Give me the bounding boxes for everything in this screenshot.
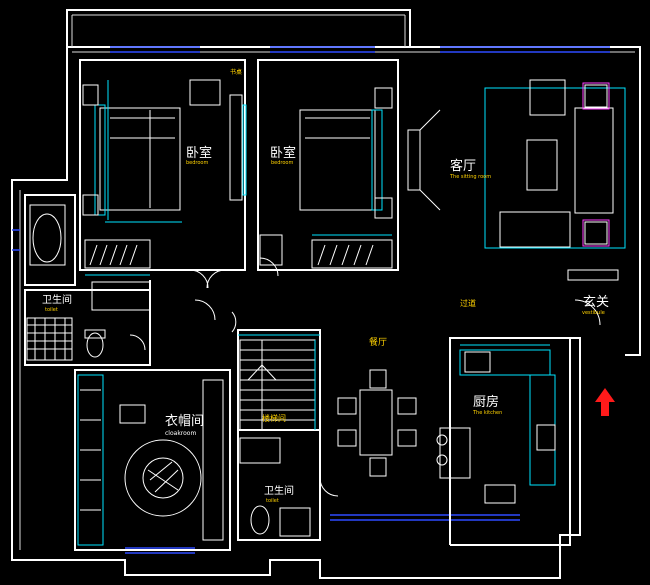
- bedroom-left-sublabel: bedroom: [186, 160, 209, 166]
- windows: [12, 46, 610, 554]
- kitchen-sublabel: The kitchen: [473, 410, 503, 416]
- doors: [129, 257, 601, 497]
- entry-label: 玄关: [583, 295, 610, 310]
- kitchen-furniture: [436, 349, 556, 504]
- stairs-label: 楼梯间: [262, 414, 286, 423]
- bedroom-left-label: 卧室: [186, 146, 213, 161]
- entry-arrow: [595, 388, 615, 416]
- bedroom-right-label: 卧室: [270, 146, 297, 161]
- bedroom-right-sublabel: bedroom: [271, 160, 294, 166]
- kitchen-label: 厨房: [473, 395, 500, 410]
- bath-upper-fixtures: [26, 204, 151, 361]
- dimension-lines: [85, 234, 550, 480]
- living-room-furniture: [484, 79, 626, 281]
- bath-upper-sublabel: toilet: [45, 307, 58, 313]
- entry-sublabel: vestibule: [582, 310, 605, 316]
- bedroom-right-furniture: [259, 87, 441, 269]
- bath-lower-label: 卫生间: [264, 486, 294, 497]
- cloakroom-sublabel: cloakroom: [165, 430, 197, 437]
- cloakroom-label: 衣帽间: [165, 414, 205, 429]
- bath-lower-fixtures: [239, 437, 311, 537]
- cloakroom-furniture: [77, 374, 224, 546]
- dining-furniture: [337, 369, 417, 477]
- bedroom-left-furniture: [82, 79, 247, 269]
- desk-label: 书桌: [230, 69, 243, 76]
- living-room-label: 客厅: [450, 159, 477, 174]
- bath-upper-label: 卫生间: [42, 295, 72, 306]
- hallway-label: 过道: [460, 299, 476, 308]
- interior-walls: [24, 59, 571, 551]
- bath-lower-sublabel: toilet: [266, 498, 279, 504]
- living-room-sublabel: The sitting room: [450, 174, 492, 180]
- dining-label: 餐厅: [369, 338, 388, 348]
- exterior-walls: [11, 9, 641, 579]
